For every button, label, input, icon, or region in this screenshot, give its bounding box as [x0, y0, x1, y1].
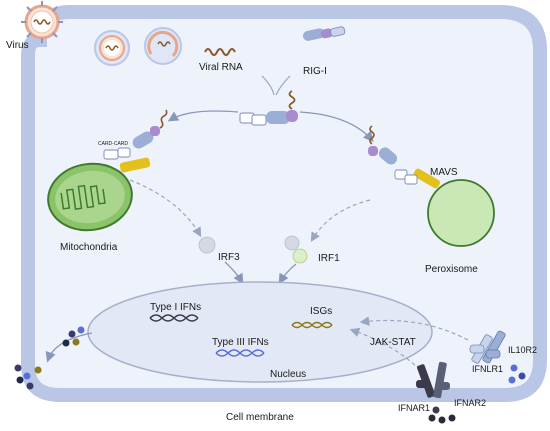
card-card-label: CARD-CARD: [98, 141, 128, 147]
viral-rna-icon: [204, 48, 236, 56]
ifnlr1-il10r2-receptor-icon: [469, 330, 506, 364]
virus-label: Virus: [6, 40, 29, 51]
mitochondria-label: Mitochondria: [60, 242, 118, 253]
dashed-arrow-ifnar-to-isgs: [349, 327, 421, 371]
peroxisomal-mavs-complex: [368, 125, 441, 189]
jak-stat-label: JAK-STAT: [370, 337, 416, 348]
viral-rna-label: Viral RNA: [199, 62, 243, 73]
isg-gene-icon: [291, 321, 333, 329]
arrow-irf3-to-nucleus: [224, 261, 244, 285]
type-iii-ifn-gene-icon: [215, 349, 265, 357]
irf3-label: IRF3: [218, 252, 240, 263]
ifnlr1-label: IFNLR1: [472, 364, 503, 374]
rna-rig-merge-lines: [261, 75, 291, 96]
type-iii-ifns-label: Type III IFNs: [212, 337, 269, 348]
arrow-irf1-to-nucleus: [278, 263, 297, 285]
dashed-arrow-mito-to-irf3: [129, 179, 202, 238]
secreted-ifn-cluster-top: [62, 326, 85, 347]
type-iii-ifn-ligands: [508, 364, 526, 384]
il10r2-label: IL10R2: [508, 345, 537, 355]
type-i-ifns-label: Type I IFNs: [150, 302, 201, 313]
activated-rig-i-complex: [239, 90, 298, 126]
irf1-icon-green: [292, 248, 308, 264]
isgs-label: ISGs: [310, 306, 332, 317]
irf1-icon-gray: [284, 235, 300, 251]
type-i-ifn-ligands: [428, 406, 456, 424]
secretion-arrow: [45, 332, 93, 363]
arrow-to-mitochondria: [167, 110, 239, 122]
entering-virus-icon: [94, 30, 130, 66]
irf3-icon: [198, 236, 216, 254]
nucleus-label: Nucleus: [270, 369, 306, 380]
peroxisome-label: Peroxisome: [425, 264, 478, 275]
mitochondrial-mavs-complex: [103, 109, 168, 173]
rig-i-label: RIG-I: [303, 66, 327, 77]
mavs-label: MAVS: [430, 167, 458, 178]
arrow-to-peroxisome: [299, 111, 374, 142]
dashed-arrow-perox-to-irf1: [310, 199, 371, 243]
cell-membrane-label: Cell membrane: [226, 412, 294, 423]
peroxisome-icon: [427, 179, 495, 247]
nucleus: [87, 281, 433, 383]
extracellular-virus-icon: [21, 1, 63, 43]
mitochondria-icon: [47, 162, 133, 232]
ifnar-receptor-icon: [416, 361, 450, 399]
irf1-label: IRF1: [318, 253, 340, 264]
secreted-ifn-cluster-bottom: [14, 364, 42, 390]
uncoating-virus-icon: [144, 27, 182, 65]
ifnar1-label: IFNAR1: [398, 403, 430, 413]
type-i-ifn-gene-icon: [149, 314, 199, 322]
rig-i-icon: [302, 26, 346, 41]
ifnar2-label: IFNAR2: [454, 398, 486, 408]
